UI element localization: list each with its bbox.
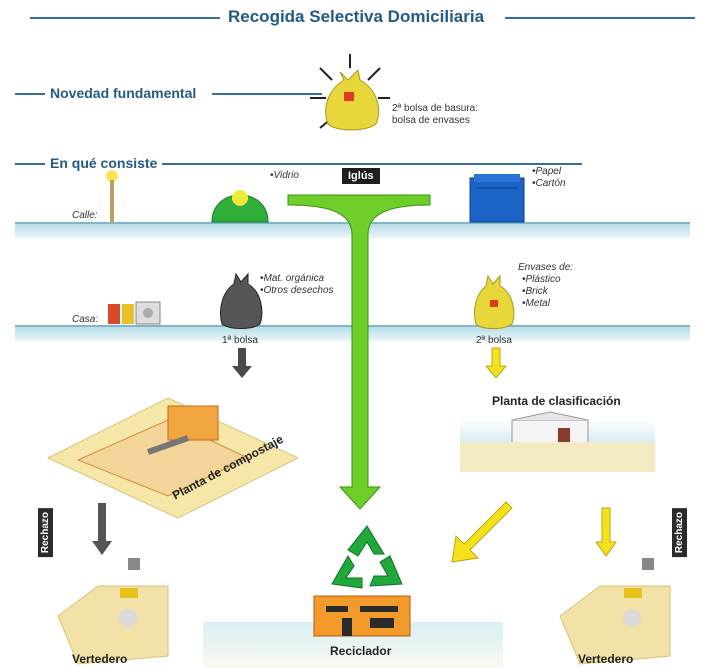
vertedero-left-icon xyxy=(57,558,169,665)
page-title: Recogida Selectiva Domiciliaria xyxy=(228,7,485,26)
clasificacion-label: Planta de clasificación xyxy=(492,394,621,408)
left-grey-arrow-icon xyxy=(92,503,112,555)
novedad-caption-1: 2ª bolsa de basura: xyxy=(392,103,478,114)
reciclador-building-icon xyxy=(313,595,411,637)
compost-plant-icon xyxy=(46,397,300,519)
reciclador-label: Reciclador xyxy=(330,644,392,658)
envases-bag-icon xyxy=(310,54,390,131)
carton-label: •Cartón xyxy=(532,178,566,189)
rechazo-right-tag: Rechazo xyxy=(672,508,687,558)
paper-container-icon xyxy=(469,174,525,223)
vertedero-right-icon xyxy=(559,558,671,665)
novedad-heading: Novedad fundamental xyxy=(50,85,197,101)
black-arrow-icon xyxy=(232,348,252,378)
envases-head: Envases de: xyxy=(518,262,574,273)
yellow-arrow-icon xyxy=(484,347,508,379)
consiste-rule-left xyxy=(15,163,45,165)
title-rule-left xyxy=(30,17,220,19)
green-arrow-icon xyxy=(287,194,431,510)
street-lamp-icon xyxy=(106,170,118,222)
recycle-icon xyxy=(331,525,403,589)
metal-label: •Metal xyxy=(522,298,550,309)
vidrio-label: •Vidrio xyxy=(270,170,299,181)
organic-label-2: •Otros desechos xyxy=(260,285,334,296)
bolsa1-label: 1ª bolsa xyxy=(222,335,258,346)
vertedero-right-label: Vertedero xyxy=(578,652,634,666)
organic-label-1: •Mat. orgánica xyxy=(260,273,325,284)
consiste-heading: En qué consiste xyxy=(50,155,158,171)
plastico-label: •Plástico xyxy=(522,274,561,285)
iglus-tag: Iglús xyxy=(342,168,380,184)
novedad-caption-2: bolsa de envases xyxy=(392,115,470,126)
novedad-rule-right xyxy=(212,93,322,95)
rechazo-left-tag: Rechazo xyxy=(38,508,53,558)
casa-label: Casa: xyxy=(72,314,99,325)
clasificacion-building-icon xyxy=(511,411,589,447)
bolsa2-label: 2ª bolsa xyxy=(476,335,512,346)
vertedero-left-label: Vertedero xyxy=(72,652,128,666)
title-rule-right xyxy=(505,17,695,19)
clasificacion-ground xyxy=(460,442,655,472)
organic-bag-icon xyxy=(220,272,263,329)
vidrio-igloo-icon xyxy=(211,190,269,223)
papel-label: •Papel xyxy=(532,166,562,177)
envases-bag-small-icon xyxy=(473,274,515,329)
home-bins-icon xyxy=(108,301,161,325)
consiste-rule-right xyxy=(162,163,582,165)
diagonal-yellow-arrow-icon xyxy=(451,501,513,563)
novedad-rule-left xyxy=(15,93,45,95)
brick-label: •Brick xyxy=(522,286,548,297)
right-yellow-arrow-icon xyxy=(595,507,617,557)
calle-label: Calle: xyxy=(72,210,98,221)
